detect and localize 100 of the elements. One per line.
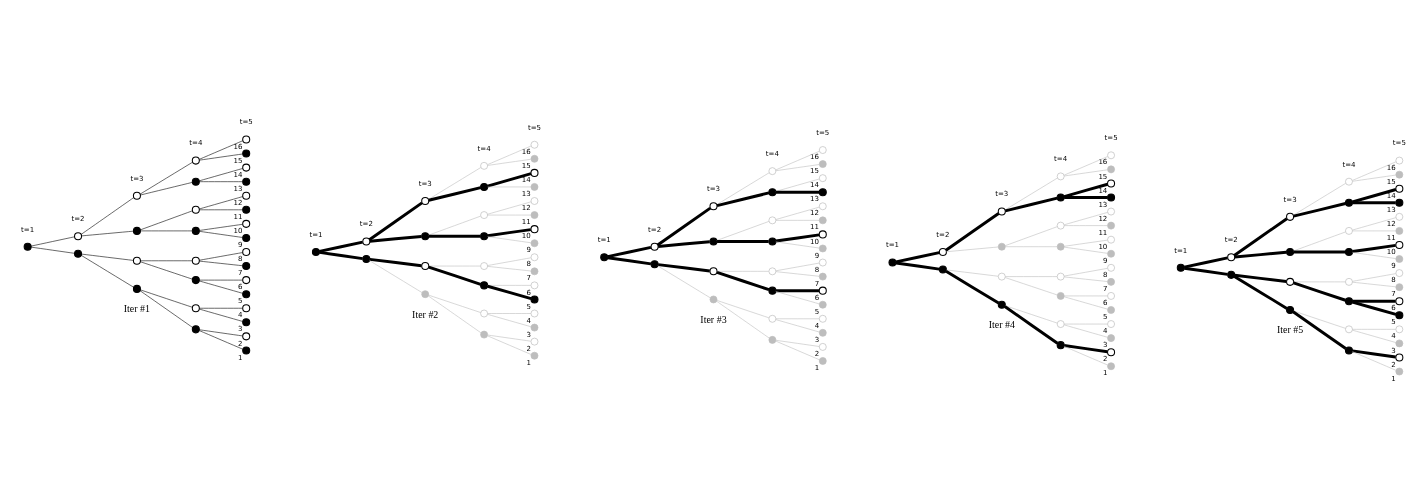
node-circle [1345, 278, 1353, 286]
node-circle [530, 225, 539, 234]
node-circle [1056, 341, 1065, 350]
node-circle [938, 247, 947, 257]
node-circle [530, 337, 539, 346]
connector [319, 240, 363, 253]
node-circle [1345, 177, 1353, 186]
connector [81, 253, 134, 261]
node-circle [480, 232, 489, 241]
connector [1352, 349, 1396, 359]
node-circle [1176, 263, 1185, 272]
connector [1233, 217, 1288, 257]
node-circle [818, 230, 827, 239]
node-circle [530, 183, 539, 191]
node-circle [768, 286, 777, 295]
connector [1352, 252, 1396, 259]
node-circle [1395, 297, 1404, 306]
node-circle [818, 146, 827, 154]
connector [428, 234, 481, 238]
node-circle [1107, 320, 1115, 328]
connector [1352, 243, 1396, 254]
node-circle [1286, 305, 1295, 315]
node-circle [818, 343, 827, 351]
connector [716, 300, 770, 339]
connector [1293, 250, 1346, 254]
connector [1063, 246, 1108, 254]
node-circle [242, 318, 251, 327]
connector [1234, 250, 1287, 259]
node-circle [242, 290, 251, 299]
node-circle [1107, 165, 1115, 174]
connector [1352, 174, 1396, 182]
node-circle [650, 242, 659, 251]
node-circle [362, 237, 371, 246]
node-circle [818, 286, 827, 295]
node-circle [421, 290, 430, 299]
node-circle [530, 253, 539, 262]
node-circle [132, 256, 141, 265]
node-circle [818, 329, 827, 337]
node-circle [1395, 353, 1404, 362]
connector [945, 212, 1000, 252]
label: Iter #3 [700, 313, 727, 325]
connector [1063, 276, 1108, 282]
node-circle [1056, 242, 1065, 251]
node-circle [1056, 320, 1065, 328]
connector [775, 164, 820, 171]
connector [775, 340, 820, 361]
node-circle [480, 182, 489, 191]
node-circle [1227, 253, 1236, 262]
connector [199, 260, 243, 266]
connector [140, 182, 193, 196]
connector [1063, 324, 1108, 338]
connector [1293, 281, 1346, 302]
connector [81, 230, 134, 237]
node-circle [768, 216, 777, 225]
node-circle [242, 149, 251, 158]
connector [1352, 300, 1397, 316]
connector [1063, 346, 1108, 366]
connector [775, 241, 820, 249]
connector [199, 329, 243, 337]
node-circle [242, 191, 251, 200]
connector [1352, 329, 1396, 330]
node-circle [1395, 227, 1404, 235]
node-circle [23, 242, 32, 251]
connector [1352, 161, 1397, 181]
node-circle [768, 336, 777, 344]
node-circle [1056, 221, 1065, 230]
node-circle [1395, 255, 1404, 263]
node-circle [242, 276, 251, 285]
node-circle [242, 205, 251, 214]
connector [946, 269, 999, 277]
node-circle [1344, 247, 1353, 257]
node-circle [530, 281, 539, 290]
connector [1293, 281, 1346, 283]
node-circle [1056, 272, 1065, 281]
node-circle [74, 249, 83, 258]
node-circle [242, 304, 251, 313]
node-circle [191, 256, 200, 265]
connector [139, 161, 193, 195]
node-circle [242, 262, 251, 271]
connector [1352, 217, 1397, 231]
connector [716, 300, 770, 319]
connector [1293, 183, 1347, 216]
node-circle [1395, 311, 1404, 320]
node-circle [1395, 325, 1404, 334]
connector [199, 196, 244, 210]
node-circle [650, 260, 659, 269]
connector [658, 240, 710, 248]
connector [1004, 196, 1058, 213]
connector [369, 235, 422, 243]
node-circle [1107, 179, 1116, 188]
connector [1063, 156, 1108, 176]
connector [140, 260, 193, 262]
node-circle [530, 197, 539, 205]
node-circle [1395, 240, 1404, 249]
node-circle [1056, 172, 1065, 181]
node-circle [1107, 207, 1115, 216]
connector [199, 231, 243, 238]
connector [487, 314, 532, 328]
connector [1234, 273, 1287, 283]
node-circle [530, 323, 539, 332]
